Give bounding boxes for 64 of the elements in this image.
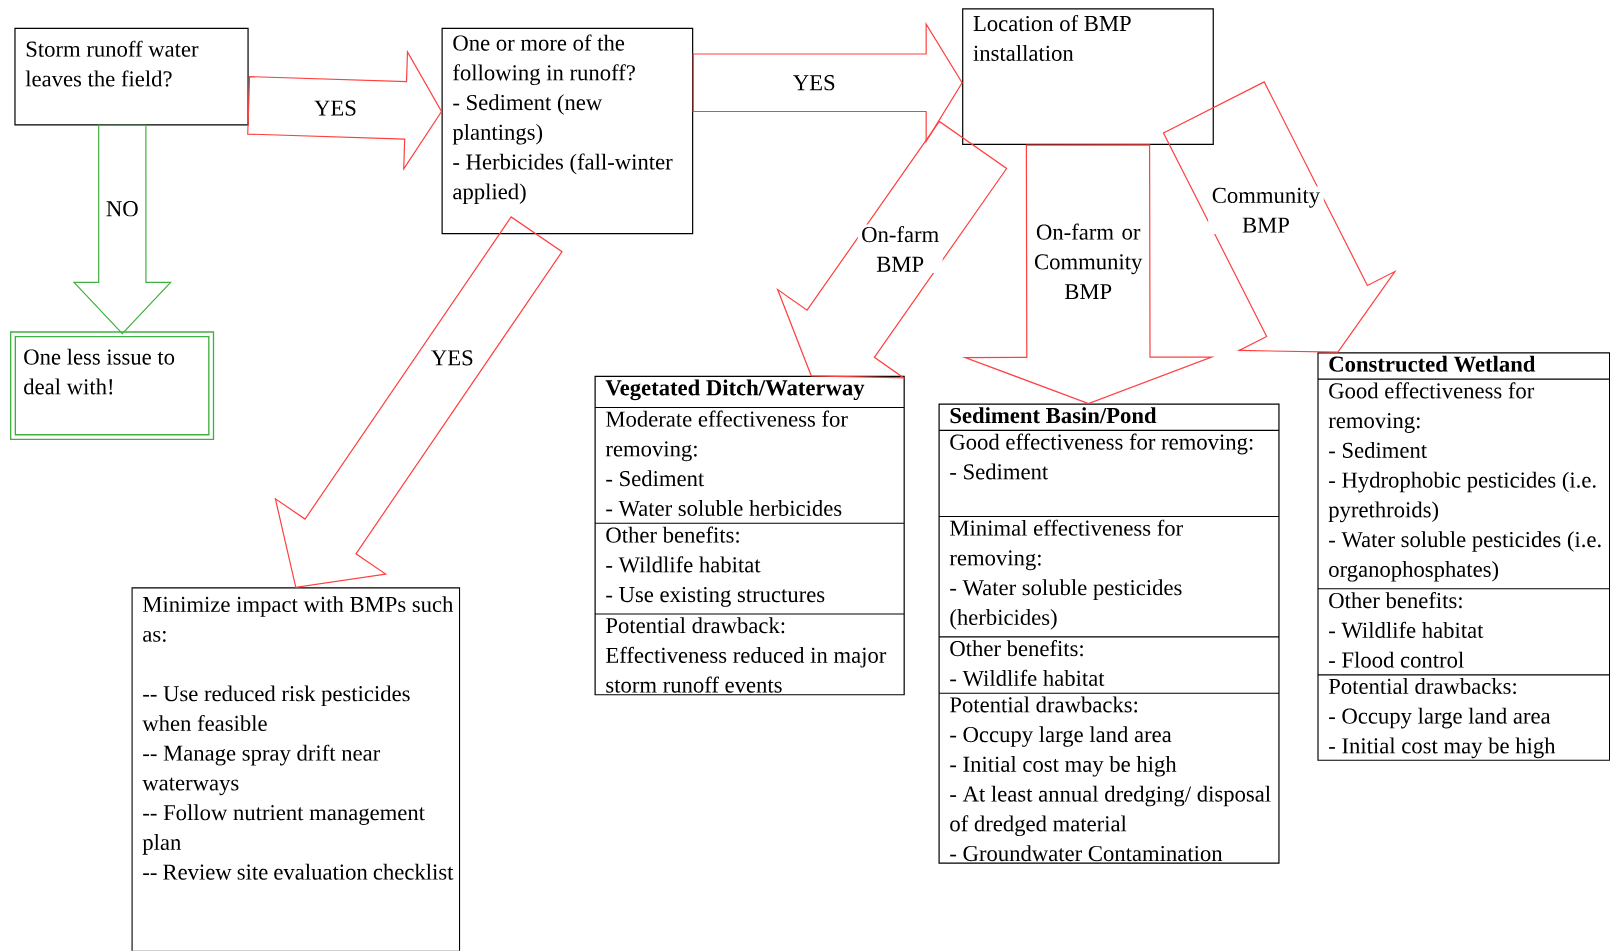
bmp-table: [1317, 352, 1610, 761]
bmp-table: [938, 403, 1280, 864]
table-text: - Initial cost may be high: [950, 756, 1177, 777]
table-text: - Wildlife habitat: [606, 556, 761, 573]
box-text: Minimize impact with BMPs such as:: [142, 596, 454, 642]
box-text: - Herbicides (fall-winter applied): [453, 153, 673, 205]
box-text: -- Follow nutrient management plan: [142, 804, 425, 855]
process-box: [962, 8, 1214, 146]
block-arrow: [692, 22, 963, 144]
block-arrow: [776, 120, 1008, 379]
edge-label: YES: [429, 349, 476, 367]
table-heading: Vegetated Ditch/Waterway: [605, 379, 865, 401]
block-arrow: [247, 49, 443, 172]
table-text: - Flood control: [1329, 651, 1464, 668]
table-text: Potential drawbacks:: [950, 696, 1137, 713]
process-box: [441, 27, 694, 235]
box-text: -- Use reduced risk pesticides when feasible: [142, 685, 410, 732]
table-text: Good effectiveness for removing:: [950, 433, 1253, 455]
edge-label: On-farm BMP: [857, 224, 943, 274]
box-text: -- Manage spray drift near waterways: [142, 744, 381, 796]
table-text: Moderate effectiveness for removing:: [605, 410, 848, 462]
block-arrow: [961, 144, 1215, 405]
box-text: One less issue to deal with!: [24, 348, 175, 395]
table-text: - Water soluble pesticides (i.e. organophosphates): [1329, 531, 1601, 582]
table-text: - Initial cost may be high: [1329, 737, 1556, 759]
table-text: - Occupy large land area: [1329, 707, 1551, 729]
table-text: Good effectiveness for removing:: [1328, 382, 1535, 434]
edge-label: NO: [104, 199, 140, 218]
table-text: Other benefits:: [606, 526, 739, 543]
edge-label: YES: [791, 73, 837, 92]
result-box: [10, 331, 215, 441]
table-text: - Occupy large land area: [950, 726, 1172, 747]
box-text: One or more of the following in runoff?: [453, 34, 635, 86]
table-text: - Water soluble pesticides (herbicides): [950, 579, 1182, 630]
block-arrow: [1162, 81, 1397, 353]
edge-label: Community BMP: [1208, 186, 1324, 235]
table-text: - Groundwater Contamination: [950, 845, 1223, 862]
box-text: - Sediment (new plantings): [452, 94, 603, 145]
table-text: - Water soluble herbicides: [606, 500, 842, 517]
block-arrow: [72, 124, 172, 335]
process-box: [14, 27, 249, 126]
edge-label: YES: [312, 99, 359, 118]
process-box: [131, 587, 461, 951]
table-text: - Sediment: [950, 463, 1049, 480]
table-text: Other benefits:: [950, 640, 1083, 657]
table-text: - Hydrophobic pesticides (i.e. pyrethroids): [1328, 471, 1596, 523]
bmp-table: [594, 375, 905, 696]
box-text: Location of BMP installation: [973, 15, 1131, 61]
edge-label: On-farm or Community BMP: [1029, 222, 1148, 301]
table-text: - Sediment: [606, 470, 705, 487]
block-arrow: [274, 216, 563, 589]
table-text: - Wildlife habitat: [950, 669, 1105, 687]
table-text: - Wildlife habitat: [1329, 621, 1484, 639]
table-text: - Sediment: [1329, 442, 1427, 459]
table-text: Potential drawbacks:: [1328, 678, 1516, 695]
table-text: Other benefits:: [1329, 592, 1462, 609]
table-text: - At least annual dredging/ disposal of dredged material: [950, 785, 1271, 837]
table-text: - Use existing structures: [606, 587, 825, 607]
box-text: -- Review site evaluation checklist: [143, 863, 454, 880]
table-heading: Constructed Wetland: [1329, 355, 1536, 373]
table-text: Potential drawback: Effectiveness reduced in major storm runoff events: [606, 617, 887, 693]
table-text: Minimal effectiveness for removing:: [949, 519, 1183, 571]
table-heading: Sediment Basin/Pond: [950, 407, 1157, 424]
box-text: Storm runoff water leaves the field?: [25, 40, 199, 87]
